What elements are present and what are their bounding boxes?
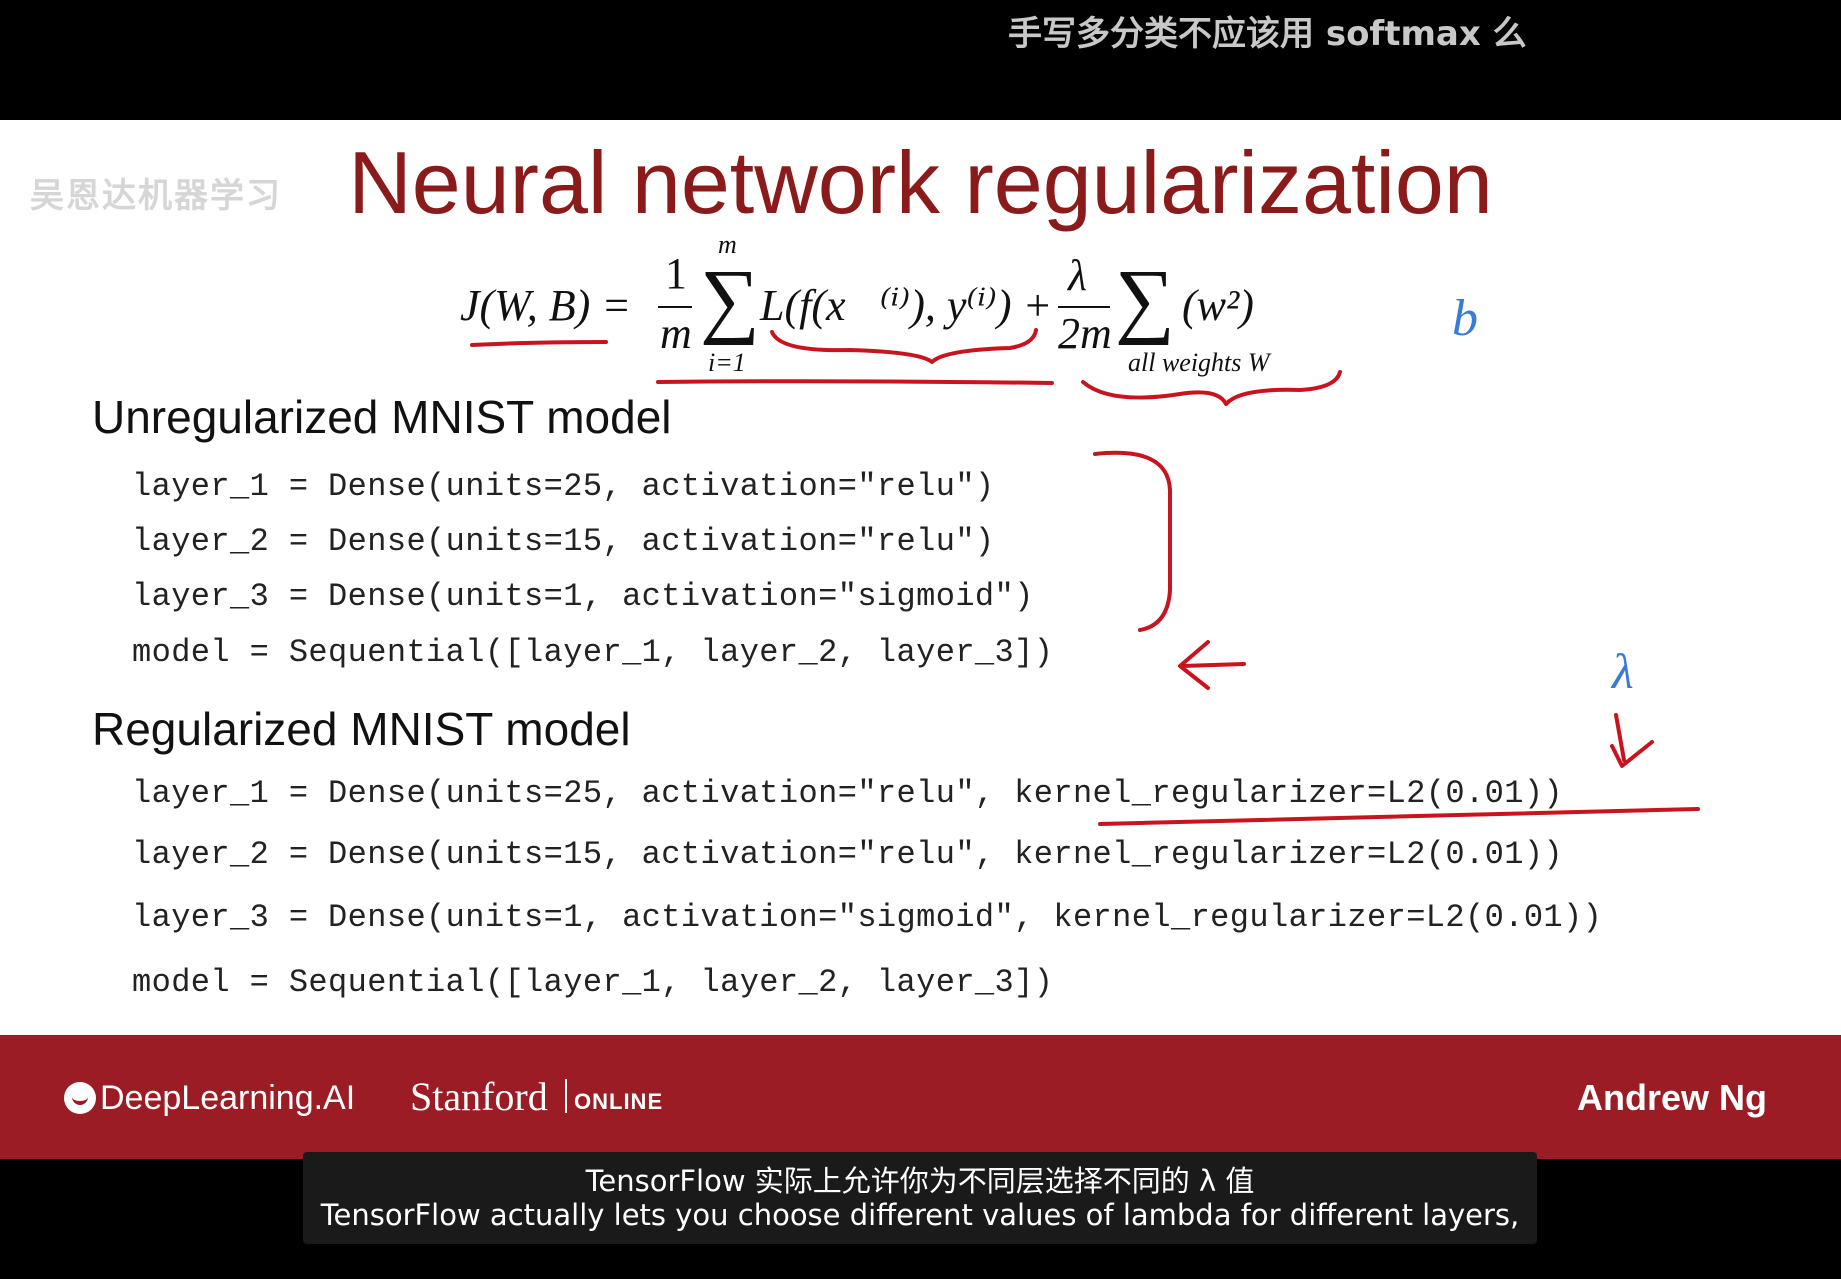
code-line: layer_2 = Dense(units=15, activation="re… bbox=[132, 836, 1564, 873]
underline-kernel-reg bbox=[1098, 807, 1700, 826]
code-line: layer_3 = Dense(units=1, activation="sig… bbox=[132, 578, 1034, 615]
formula-sum1-top: m bbox=[718, 230, 737, 259]
deeplearning-logo-icon bbox=[64, 1082, 96, 1114]
stanford-online-text: ONLINE bbox=[574, 1089, 664, 1114]
arrow-down-head bbox=[1610, 740, 1654, 768]
b-note: b bbox=[1452, 290, 1478, 347]
code-line: layer_1 = Dense(units=25, activation="re… bbox=[132, 775, 1564, 812]
sum-symbol-1: ∑ bbox=[700, 253, 760, 346]
lambda-note: λ bbox=[1610, 643, 1634, 699]
deeplearning-ai-logo: DeepLearning.AI bbox=[64, 1079, 355, 1118]
author-name: Andrew Ng bbox=[1576, 1077, 1767, 1118]
stanford-logo: Stanford bbox=[410, 1074, 548, 1119]
slide-footer: DeepLearning.AI Stanford ONLINE Andrew N… bbox=[0, 1035, 1841, 1159]
cost-function-formula: J(W, B) = 1 m m ∑ i=1 L(f(x⃗⁽ⁱ⁾), y⁽ⁱ⁾) … bbox=[460, 230, 1360, 430]
underline-lhs bbox=[470, 340, 608, 347]
arrow-down bbox=[1614, 713, 1626, 762]
sum-symbol-2: ∑ bbox=[1115, 253, 1175, 346]
pen-annotations: b λ bbox=[470, 290, 1700, 826]
formula-sum2-bottom: all weights W bbox=[1128, 348, 1270, 377]
arrow-left bbox=[1180, 662, 1246, 668]
formula-frac1-num: 1 bbox=[665, 249, 687, 298]
formula-frac1-den: m bbox=[660, 309, 692, 358]
watermark: 吴恩达机器学习 bbox=[30, 176, 282, 216]
code-line: model = Sequential([layer_1, layer_2, la… bbox=[132, 634, 1054, 671]
subtitle-box: TensorFlow 实际上允许你为不同层选择不同的 λ 值 TensorFlo… bbox=[303, 1152, 1537, 1244]
code-line: layer_1 = Dense(units=25, activation="re… bbox=[132, 468, 995, 505]
lecture-slide: 吴恩达机器学习 Neural network regularization J(… bbox=[0, 120, 1841, 1036]
formula-frac1-line bbox=[658, 306, 692, 308]
formula-frac2-den: 2m bbox=[1058, 309, 1112, 358]
subtitle-chinese: TensorFlow 实际上允许你为不同层选择不同的 λ 值 bbox=[585, 1164, 1255, 1198]
deeplearning-logo-text: DeepLearning.AI bbox=[100, 1079, 356, 1117]
formula-reg-term: (w²) bbox=[1182, 281, 1254, 330]
regularized-heading: Regularized MNIST model bbox=[92, 703, 631, 755]
formula-frac2-line bbox=[1058, 306, 1110, 308]
stanford-divider bbox=[565, 1079, 567, 1113]
subtitle-english: TensorFlow actually lets you choose diff… bbox=[320, 1198, 1520, 1232]
formula-lhs: J(W, B) = bbox=[460, 281, 632, 330]
underline-sum bbox=[656, 379, 1054, 385]
bracket-unregularized bbox=[1093, 450, 1172, 632]
slide-title: Neural network regularization bbox=[348, 133, 1493, 232]
unregularized-heading: Unregularized MNIST model bbox=[92, 391, 672, 443]
code-line: layer_3 = Dense(units=1, activation="sig… bbox=[132, 899, 1603, 936]
brace-reg bbox=[1081, 370, 1342, 406]
brace-loss bbox=[770, 328, 1038, 364]
code-line: layer_2 = Dense(units=15, activation="re… bbox=[132, 523, 995, 560]
top-caption: 手写多分类不应该用 softmax 么 bbox=[1008, 14, 1527, 54]
formula-frac2-num: λ bbox=[1068, 251, 1088, 300]
formula-sum1-bottom: i=1 bbox=[708, 348, 746, 377]
top-caption-bar: 手写多分类不应该用 softmax 么 bbox=[0, 0, 1841, 120]
formula-loss-term: L(f(x⃗⁽ⁱ⁾), y⁽ⁱ⁾) + bbox=[760, 281, 1053, 330]
arrow-left-head bbox=[1178, 640, 1210, 690]
code-line: model = Sequential([layer_1, layer_2, la… bbox=[132, 964, 1054, 1001]
